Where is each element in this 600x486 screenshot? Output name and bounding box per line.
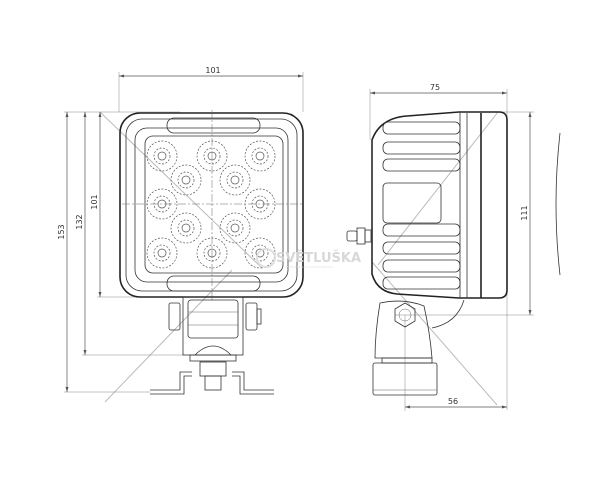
nut-left: [168, 302, 181, 331]
fin: [382, 223, 461, 237]
fin: [382, 241, 461, 255]
dimension-height-total: 153: [57, 111, 180, 393]
fin: [382, 141, 461, 155]
led: [196, 140, 228, 172]
dimension-height-housing: 101: [90, 112, 175, 298]
led: [146, 237, 178, 269]
dimension-label: 132: [75, 214, 84, 229]
mounting-bracket: [150, 296, 274, 395]
fin: [382, 121, 461, 135]
nut-right: [245, 302, 258, 331]
led: [146, 188, 178, 220]
svg-text:VAŠE SVĚTLA A NÁHRADNÍ DÍLY: VAŠE SVĚTLA A NÁHRADNÍ DÍLY: [286, 264, 334, 269]
dimension-depth: 75: [369, 83, 508, 410]
watermark-logo: SVĚTLUŠKA VAŠE SVĚTLA A NÁHRADNÍ DÍLY: [256, 248, 361, 269]
cable-connector: [346, 230, 358, 242]
dimension-side-height: 111: [395, 111, 534, 316]
hex-bolt: [394, 302, 416, 328]
fin: [382, 158, 461, 172]
led: [146, 140, 178, 172]
front-view: 101 153 132 101: [57, 66, 361, 403]
dimension-width: 101: [118, 66, 304, 112]
led: [219, 212, 251, 244]
lens-area: [144, 135, 284, 274]
led: [170, 164, 202, 196]
dimension-label: 153: [57, 224, 66, 239]
dimension-height-bracket: 132: [75, 112, 185, 356]
construction-line: [99, 111, 263, 269]
dimension-label: 75: [430, 83, 440, 92]
led-array: [146, 140, 276, 269]
construction-line: [104, 269, 233, 403]
led: [219, 164, 251, 196]
dimension-label: 101: [90, 194, 99, 209]
lamp-housing: [119, 112, 304, 298]
led: [244, 188, 276, 220]
cooling-fins: [382, 121, 461, 290]
bottom-reflector-bar: [166, 275, 261, 292]
led: [196, 237, 228, 269]
construction-line: [371, 261, 498, 406]
side-view: 75 111 56: [346, 83, 561, 411]
led: [244, 237, 276, 269]
svg-text:SVĚTLUŠKA: SVĚTLUŠKA: [276, 250, 361, 266]
led: [244, 140, 276, 172]
dimension-label: 111: [520, 205, 529, 220]
top-reflector-bar: [166, 117, 261, 134]
side-mount: [372, 299, 465, 396]
lamp-body-side: [371, 111, 508, 299]
fin: [382, 276, 461, 290]
lens-profile: [555, 132, 561, 276]
led: [170, 212, 202, 244]
dimension-label: 101: [205, 66, 220, 75]
fin: [382, 259, 461, 273]
construction-line: [377, 111, 499, 266]
dimension-label: 56: [448, 397, 458, 406]
